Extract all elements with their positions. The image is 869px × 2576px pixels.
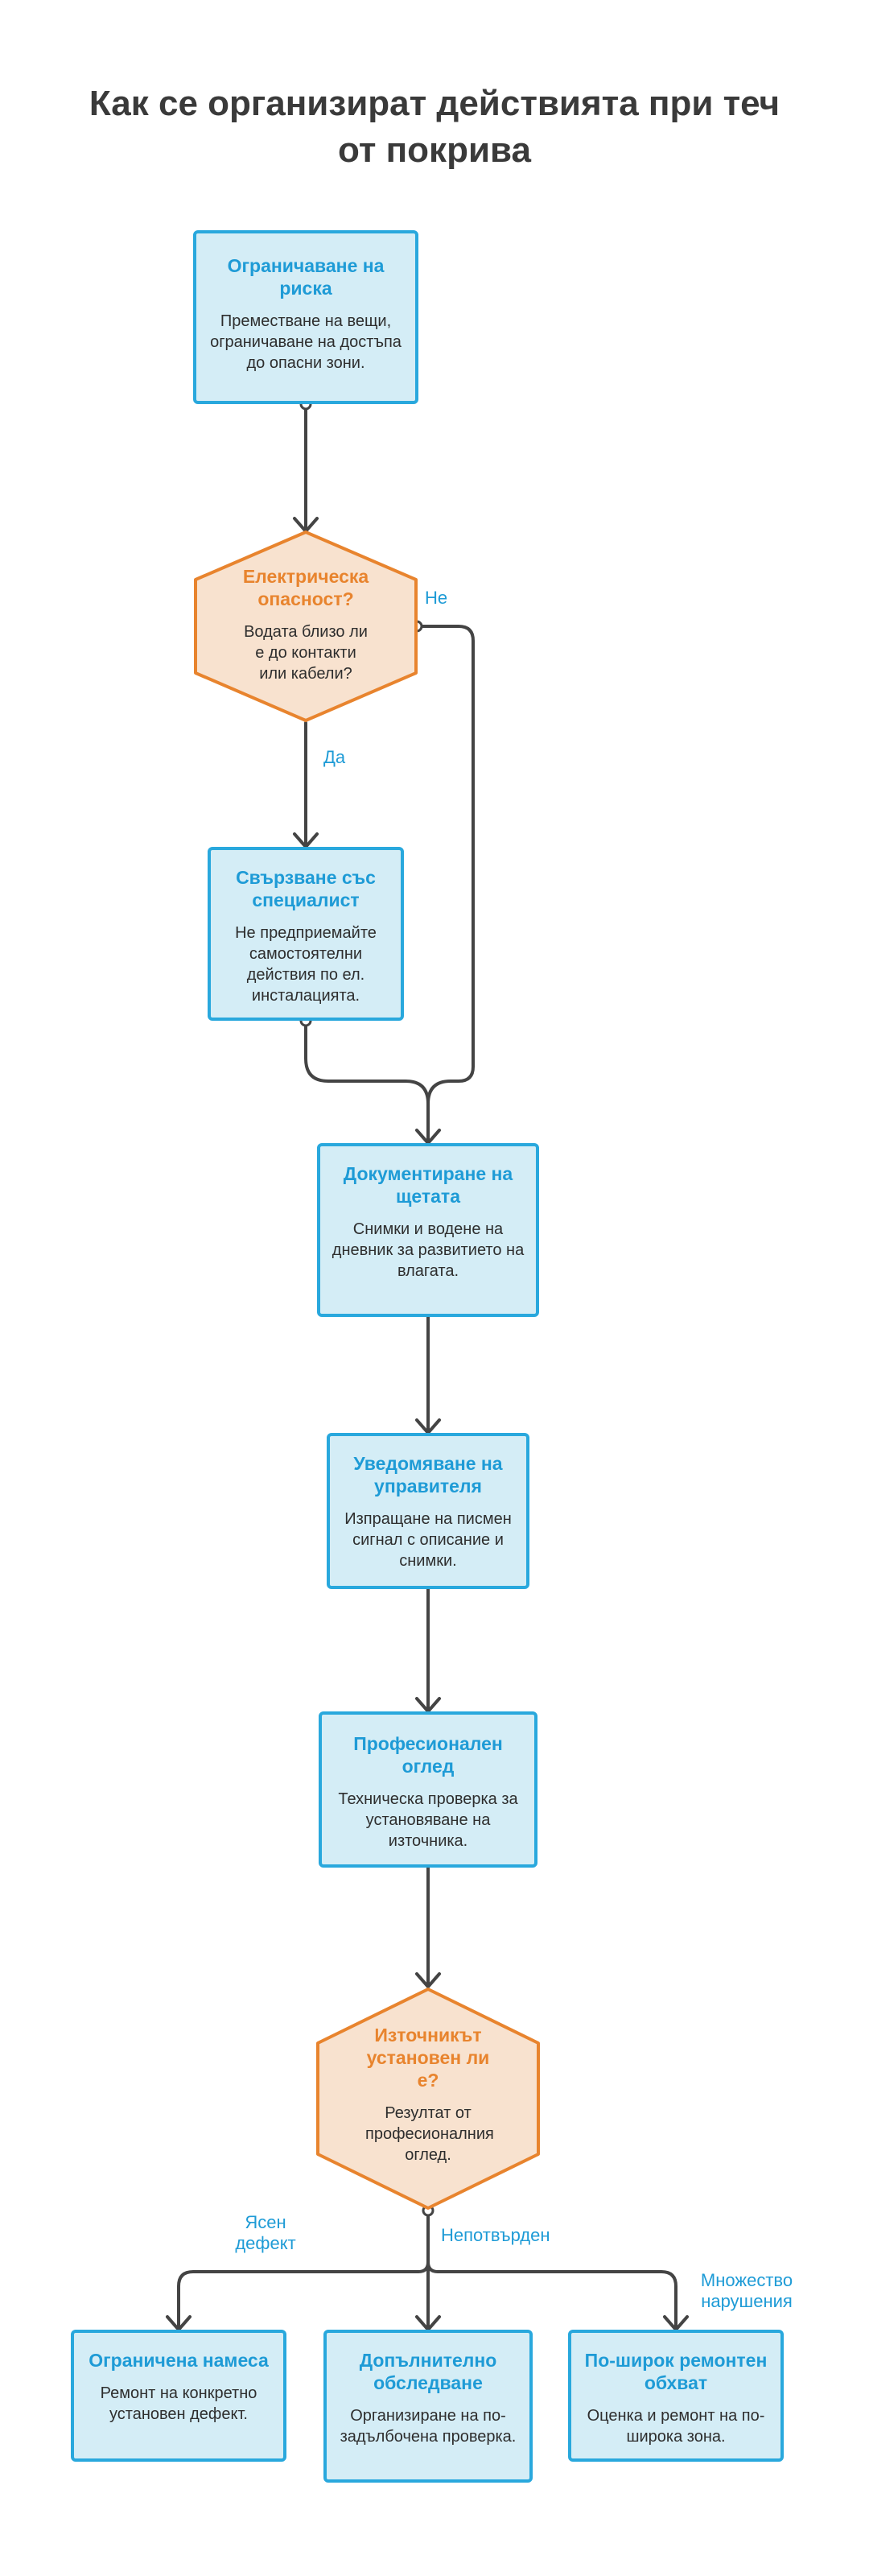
node-electric-title: Електрическа опасност?	[242, 566, 369, 609]
edge-label-no: Не	[425, 588, 448, 608]
node-source: Източникът установен ли е? Резултат от п…	[315, 1987, 541, 2211]
node-risk: Ограничаване на риска Преместване на вещ…	[193, 230, 418, 404]
node-document-desc: Снимки и водене на дневник за развитието…	[332, 1220, 525, 1280]
node-additional-title: Допълнително обследване	[359, 2350, 497, 2393]
decision-shape	[316, 1988, 540, 2210]
node-specialist-title: Свързване със специалист	[236, 867, 376, 910]
node-electric-desc: Водата близо ли е до контакти или кабели…	[244, 623, 368, 683]
node-wider-desc: Оценка и ремонт на по-широка зона.	[587, 2407, 765, 2446]
edge-label-unconfirmed: Непотвърден	[441, 2225, 550, 2245]
decision-shape	[194, 530, 418, 722]
node-notify-desc: Изпращане на писмен сигнал с описание и …	[344, 1510, 512, 1570]
node-document-title: Документиране на щетата	[343, 1163, 513, 1207]
node-wider-title: По-широк ремонтен обхват	[584, 2350, 768, 2393]
node-limited: Ограничена намеса Ремонт на конкретно ус…	[71, 2330, 286, 2462]
edge-label-yes: Да	[323, 747, 346, 767]
edge-label-multiple-line-1: Множество	[700, 2270, 793, 2290]
node-inspection-desc: Техническа проверка за установяване на и…	[338, 1790, 518, 1850]
edge-specialist-document	[304, 1019, 430, 1143]
edge-label-clear-defect: Ясен дефект	[217, 2212, 314, 2254]
node-limited-desc: Ремонт на конкретно установен дефект.	[100, 2384, 257, 2423]
node-inspection: Професионален оглед Техническа проверка …	[319, 1711, 537, 1868]
edge-label-multiple-line-2: нарушения	[701, 2291, 793, 2311]
node-specialist: Свързване със специалист Не предприемайт…	[208, 847, 404, 1021]
node-document: Документиране на щетата Снимки и водене …	[317, 1143, 539, 1317]
node-risk-title: Ограничаване на риска	[227, 255, 385, 299]
node-notify-title: Уведомяване на управителя	[353, 1453, 503, 1496]
edge-label-multiple: Множество нарушения	[682, 2270, 811, 2312]
node-electric: Електрическа опасност? Водата близо ли е…	[193, 530, 418, 723]
node-source-title: Източникът установен ли е?	[366, 2025, 490, 2091]
node-source-desc: Резултат от професионалния оглед.	[365, 2104, 494, 2164]
edge-electric-document-no	[415, 625, 475, 1105]
node-notify: Уведомяване на управителя Изпращане на п…	[327, 1433, 529, 1589]
node-specialist-desc: Не предприемайте самостоятелни действия …	[235, 924, 377, 1005]
node-limited-title: Ограничена намеса	[89, 2350, 269, 2371]
edge-source-wider	[426, 2209, 677, 2330]
node-additional: Допълнително обследване Организиране на …	[323, 2330, 533, 2483]
node-inspection-title: Професионален оглед	[353, 1733, 503, 1777]
title-line-2: от покрива	[338, 130, 531, 170]
arrow-inspection-source	[415, 1972, 441, 1988]
node-additional-desc: Организиране на по-задълбочена проверка.	[340, 2407, 517, 2446]
edge-label-clear-line-1: Ясен	[245, 2212, 286, 2232]
node-risk-desc: Преместване на вещи, ограничаване на дос…	[210, 312, 402, 372]
node-wider: По-широк ремонтен обхват Оценка и ремонт…	[568, 2330, 784, 2462]
title-line-1: Как се организират действията при теч	[89, 84, 780, 123]
page-title: Как се организират действията при теч от…	[0, 80, 869, 174]
edge-label-clear-line-2: дефект	[235, 2233, 296, 2253]
